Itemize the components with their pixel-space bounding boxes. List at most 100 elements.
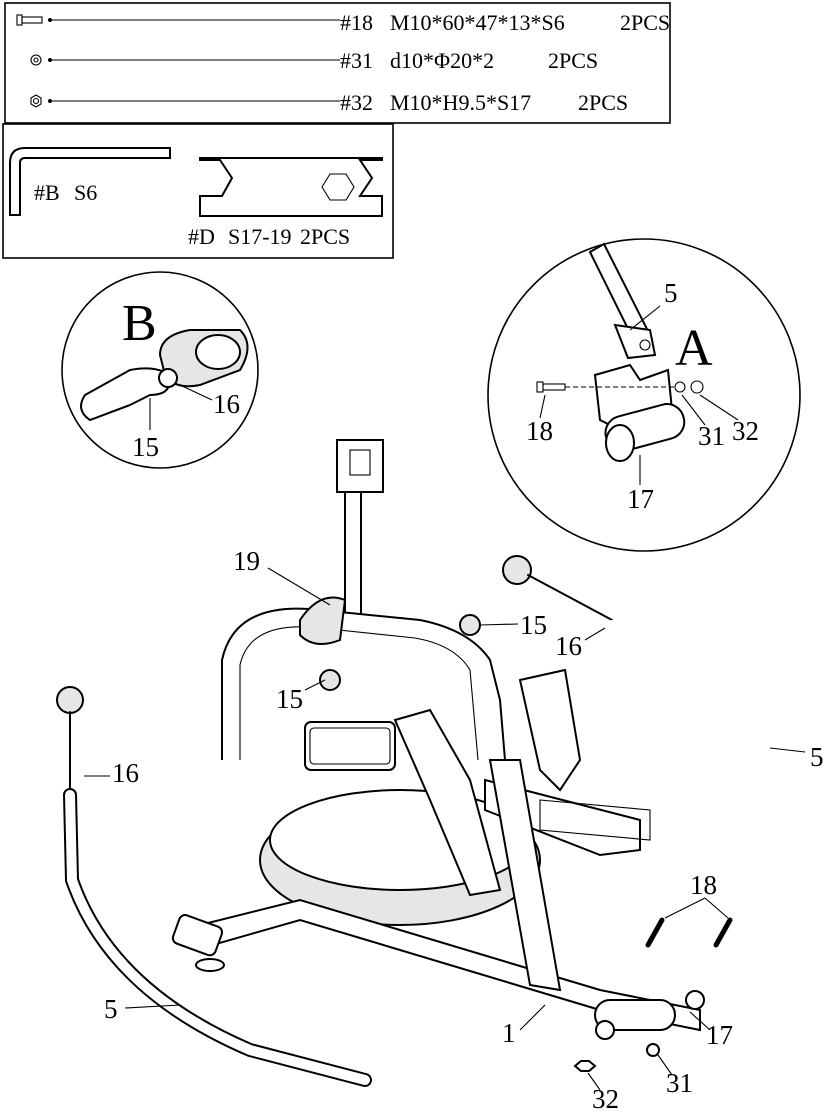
rear-bracket	[594, 999, 676, 1031]
hardware	[573, 917, 733, 1072]
handle-holder	[299, 596, 347, 645]
hook-left	[319, 669, 341, 691]
hex-key-code: #B	[34, 180, 60, 205]
arm-right-grip	[527, 574, 613, 621]
wrench-qty: 2PCS	[300, 224, 350, 249]
rear-bracket-end-2	[685, 990, 705, 1010]
arm-right-tube-fill	[607, 620, 831, 955]
callout-16-left: 16	[112, 758, 139, 788]
detail-a-border	[487, 238, 801, 552]
arm-right	[502, 555, 831, 955]
callout-5-left: 5	[104, 994, 118, 1024]
arm-hole	[639, 339, 651, 351]
wrench-size: S17-19	[228, 224, 292, 249]
callout-16-right: 16	[555, 631, 582, 661]
monitor-bracket-slot	[349, 449, 371, 476]
leader-line	[584, 627, 606, 641]
parts-table-border	[4, 2, 671, 124]
bolt-1	[645, 917, 665, 948]
washer-icon	[674, 381, 686, 393]
rower-machine	[171, 439, 705, 1040]
part-spec-31: d10*Φ20*2	[390, 48, 494, 73]
detail-b-border	[61, 271, 259, 469]
part-spec-32: M10*H9.5*S17	[390, 90, 531, 115]
leader-line	[769, 747, 806, 753]
callouts: 19 15 15 16 16 5 5 18 1 17 32 31	[84, 546, 824, 1112]
tools-box-border	[2, 123, 394, 259]
detail-a-label-32: 32	[732, 416, 759, 446]
leader-line	[704, 897, 729, 919]
leader-line	[479, 623, 519, 626]
bracket-sleeve-end	[605, 424, 635, 462]
part-code-18: #18	[340, 10, 373, 35]
leader-line	[539, 394, 546, 419]
detail-b-circle: B 16 15	[61, 271, 259, 469]
detail-a-label-17: 17	[627, 484, 654, 514]
detail-a-circle: A 5 17 18 31 32	[487, 238, 801, 552]
hex-key-size: S6	[74, 180, 97, 205]
callout-32: 32	[592, 1084, 619, 1112]
foot-plate-right	[518, 668, 582, 792]
detail-a-letter: A	[675, 320, 713, 377]
leader-line	[267, 567, 331, 606]
bolt-head	[536, 381, 544, 393]
leader-line	[699, 394, 739, 421]
detail-a-label-31: 31	[698, 421, 725, 451]
leader-line	[657, 1054, 673, 1076]
clip-ring	[195, 334, 241, 370]
leader-line	[681, 394, 706, 426]
nut-icon	[690, 380, 704, 394]
part-qty-18: 2PCS	[620, 10, 670, 35]
arm-left	[56, 686, 372, 1087]
leader-line	[689, 1011, 711, 1031]
tools-box: #B S6 #D S17-19 2PCS	[2, 123, 394, 259]
callout-15-left: 15	[276, 684, 303, 714]
callout-18: 18	[690, 870, 717, 900]
front-panel	[304, 721, 396, 771]
monitor-bracket	[336, 439, 384, 493]
parts-table: #18 M10*60*47*13*S6 2PCS #31 d10*Φ20*2 2…	[4, 2, 671, 124]
rail-leg	[488, 759, 562, 992]
leader-line	[629, 305, 661, 331]
foot-pad	[195, 958, 225, 972]
part-qty-32: 2PCS	[578, 90, 628, 115]
detail-b-letter: B	[122, 295, 157, 352]
leader-dot	[48, 18, 52, 22]
nut-icon	[573, 1060, 597, 1072]
hook-icon	[80, 367, 171, 422]
bolt-18-icon	[16, 14, 43, 26]
leader-line	[587, 1072, 601, 1091]
foot-plate-left	[393, 708, 502, 897]
detail-a-label-18: 18	[526, 416, 553, 446]
callout-5-right: 5	[810, 742, 824, 772]
monitor-mast	[344, 489, 362, 621]
wrench-hex-hole	[321, 173, 355, 201]
wrench-icon	[199, 157, 383, 217]
leader-dot	[48, 58, 52, 62]
part-spec-18: M10*60*47*13*S6	[390, 10, 565, 35]
part-code-31: #31	[340, 48, 373, 73]
base-frame	[178, 898, 701, 1032]
front-panel-inner	[309, 727, 391, 765]
front-stabilizer	[171, 914, 224, 957]
callout-15-right: 15	[520, 610, 547, 640]
callout-1: 1	[502, 1018, 516, 1048]
bolt-2	[713, 917, 733, 948]
part-code-32: #32	[340, 90, 373, 115]
arm-right-tube	[611, 624, 827, 951]
hook-right	[459, 614, 481, 636]
leader-line	[664, 897, 706, 919]
detail-b-label-15: 15	[132, 432, 159, 462]
callout-17: 17	[706, 1020, 733, 1050]
leader-line	[304, 679, 326, 691]
arm-left-tube-fill	[65, 790, 370, 1085]
part-qty-31: 2PCS	[548, 48, 598, 73]
bolt-shaft	[542, 383, 566, 391]
hex-key-icon	[9, 147, 171, 216]
leader-line	[519, 1004, 546, 1031]
washer-icon	[646, 1043, 660, 1057]
detail-b-label-16: 16	[213, 389, 240, 419]
arm-left-knob	[56, 686, 84, 714]
leader-line	[179, 384, 213, 401]
